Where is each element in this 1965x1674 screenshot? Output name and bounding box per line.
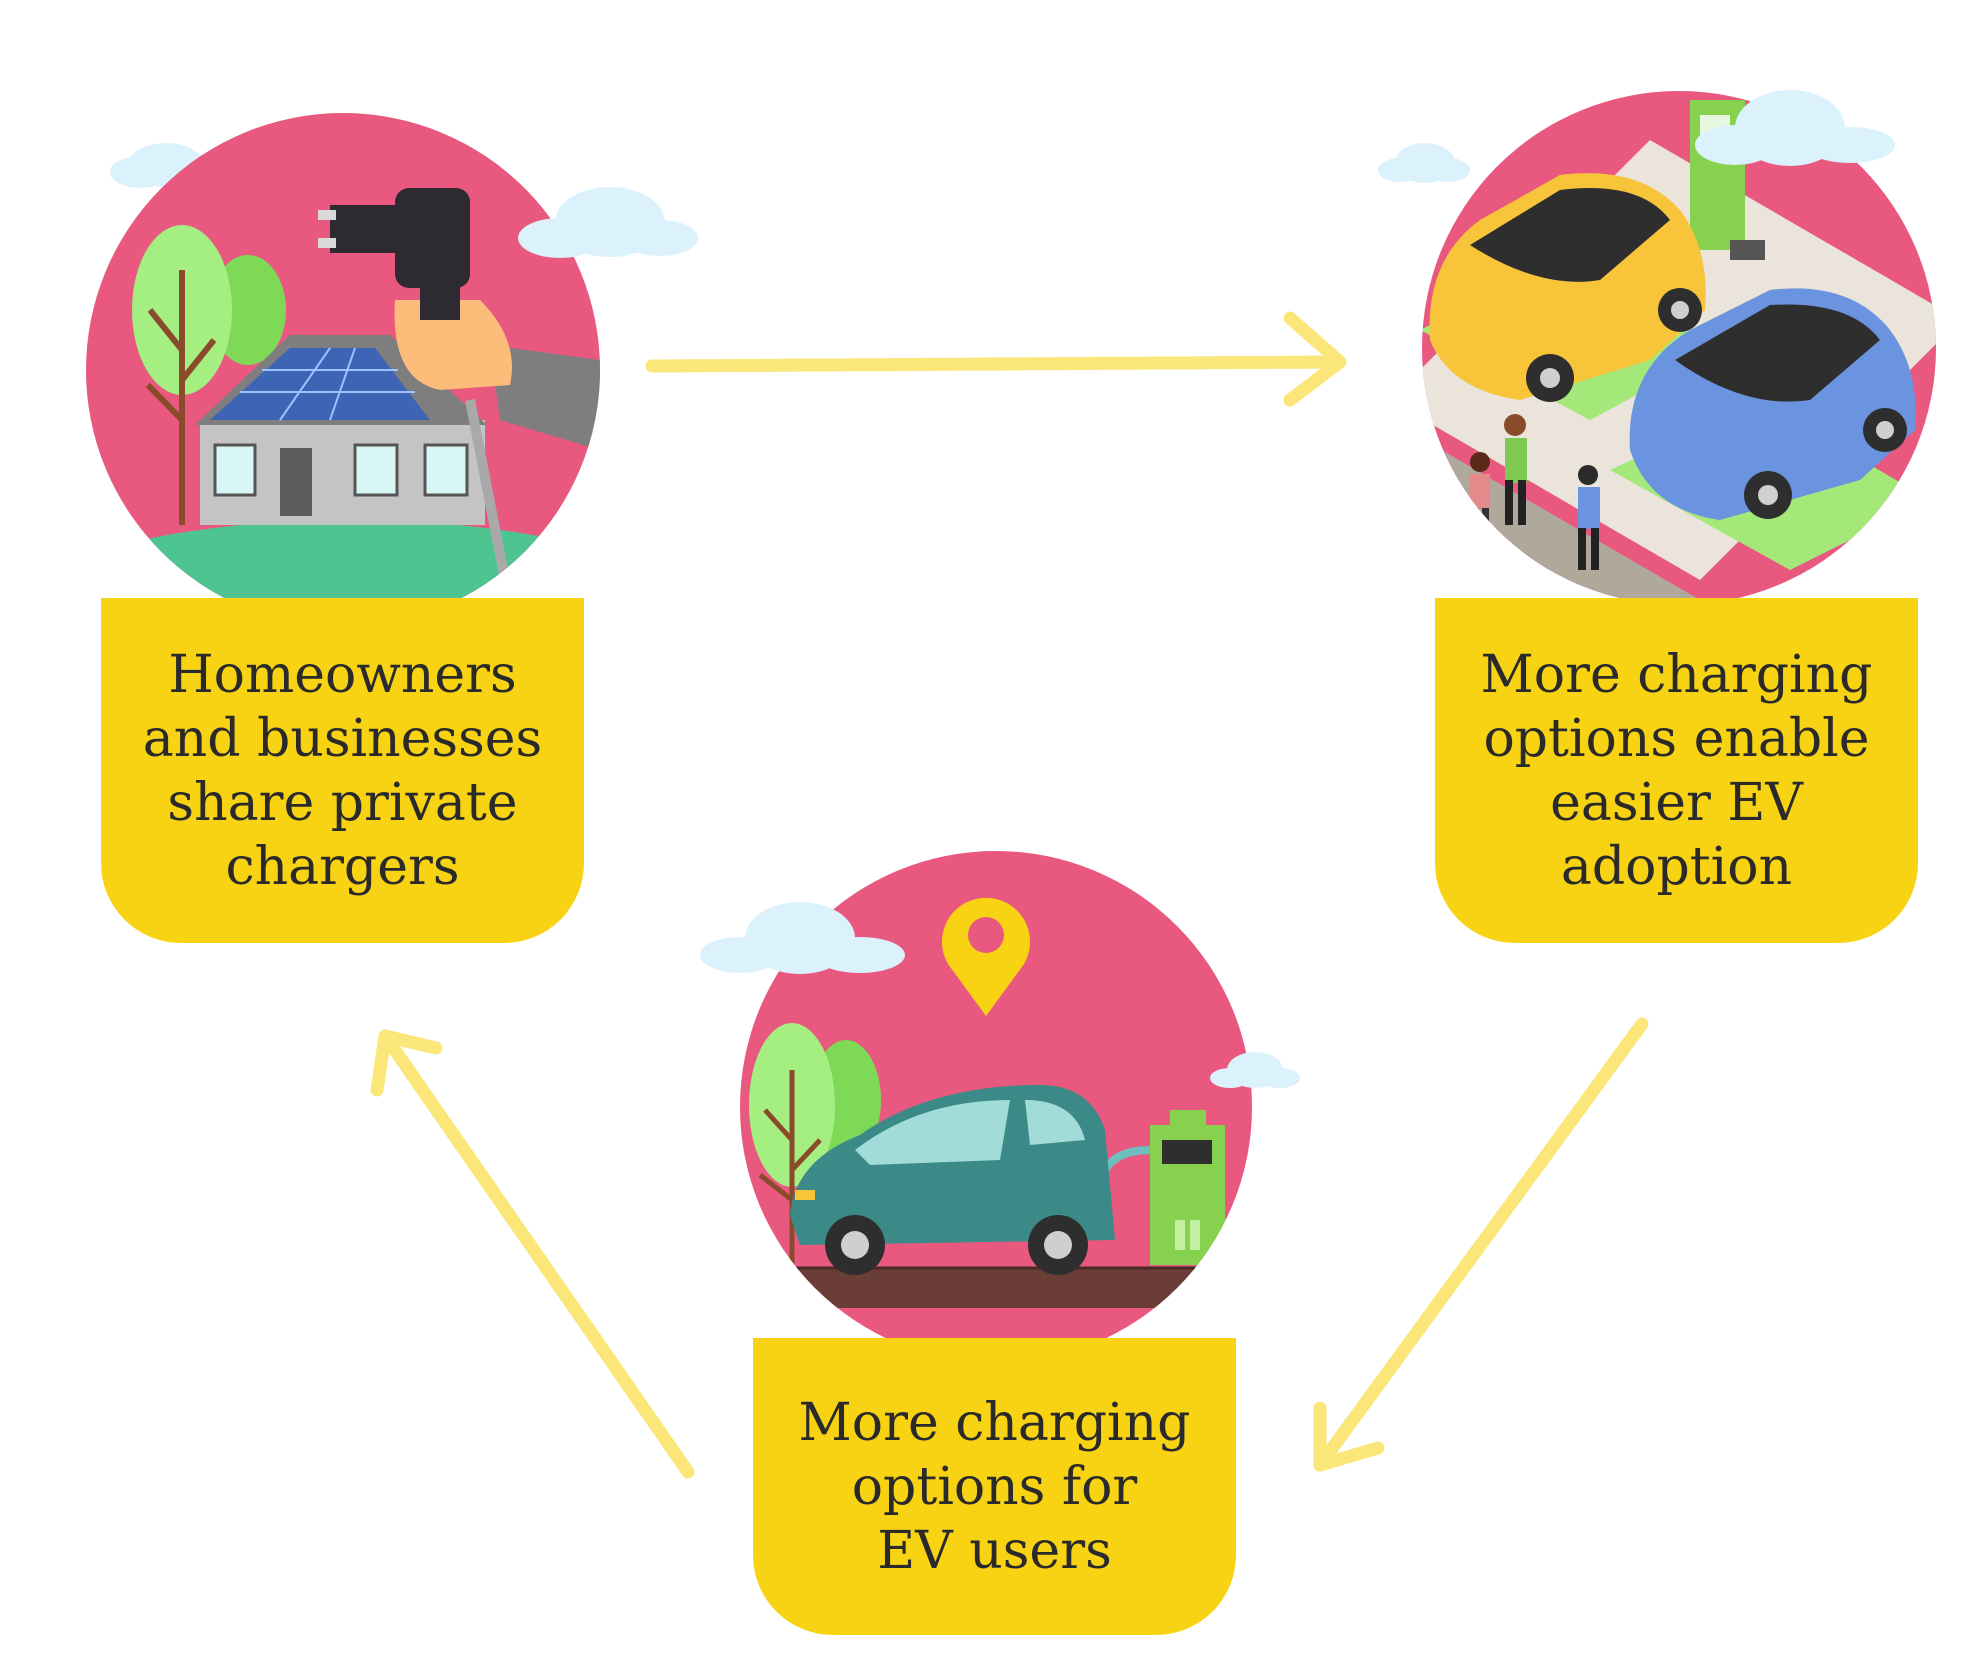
cloud-icon — [518, 187, 698, 258]
step-1-label-box: Homeowners and businesses share private … — [101, 598, 584, 943]
ev-charging-location-icon — [700, 851, 1300, 1363]
cloud-icon — [1695, 90, 1895, 166]
step-1-line: share private — [167, 772, 518, 833]
cloud-icon — [1210, 1052, 1300, 1088]
arrow-step1-to-step2 — [645, 311, 1347, 407]
arrow-step2-to-step3 — [1313, 1017, 1649, 1472]
step-2-label-box: More charging options enable easier EV a… — [1435, 598, 1918, 943]
step-1-line: and businesses — [142, 708, 543, 769]
step-3-label-box: More charging options for EV users — [753, 1338, 1236, 1635]
step-2-label: More charging options enable easier EV a… — [1481, 643, 1873, 899]
step-3-line: More charging — [798, 1392, 1191, 1453]
step-2-line: options enable — [1483, 708, 1870, 769]
step-1-line: Homeowners — [168, 644, 517, 705]
step-1-label: Homeowners and businesses share private … — [143, 643, 543, 899]
step-1-line: chargers — [225, 836, 460, 897]
step-2-line: adoption — [1560, 836, 1793, 897]
location-pin-icon — [942, 897, 1030, 1016]
cloud-icon — [1378, 143, 1470, 183]
step-3-line: EV users — [877, 1520, 1112, 1581]
step-2-line: easier EV — [1550, 772, 1803, 833]
arrow-step3-to-step1 — [370, 1029, 695, 1479]
step-2-line: More charging — [1480, 644, 1873, 705]
step-3-label: More charging options for EV users — [799, 1391, 1191, 1583]
step-3-line: options for — [851, 1456, 1138, 1517]
cloud-icon — [700, 902, 905, 974]
